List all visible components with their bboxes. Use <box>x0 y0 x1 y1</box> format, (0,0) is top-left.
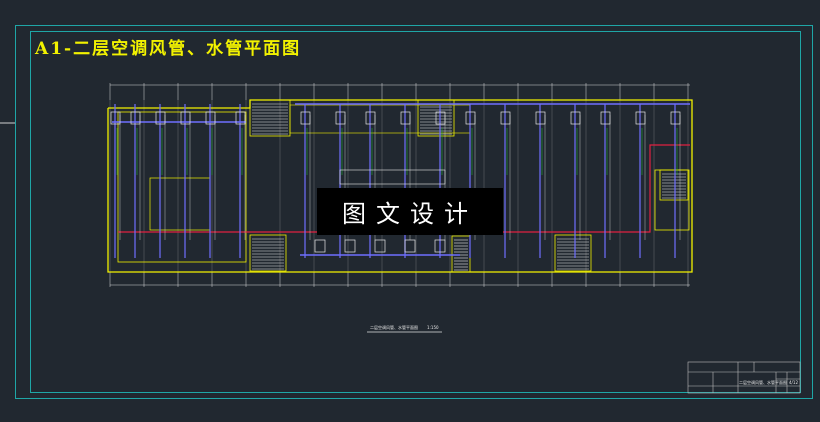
floor-plan <box>107 83 693 287</box>
fan-coil-unit <box>404 239 416 253</box>
fan-coil-unit <box>110 111 121 125</box>
atrium-opening <box>339 169 446 185</box>
inner-frame <box>30 31 801 393</box>
fan-coil-unit <box>314 239 326 253</box>
sheet-number: 4/12 <box>789 380 798 385</box>
fan-coil-unit <box>300 111 311 125</box>
fan-coil-unit <box>670 111 681 125</box>
fan-coil-unit <box>235 111 246 125</box>
fan-coil-unit <box>465 111 476 125</box>
plan-caption: 二层空调风管、水管平面图 <box>370 325 418 330</box>
fan-coil-unit <box>600 111 611 125</box>
drawing-title: A1-二层空调风管、水管平面图 <box>35 39 302 59</box>
stair <box>554 234 592 272</box>
fan-coil-unit <box>635 111 646 125</box>
stair <box>249 99 291 137</box>
stair <box>417 99 455 137</box>
fan-coil-unit <box>570 111 581 125</box>
equipment-room <box>149 177 211 231</box>
fan-coil-unit <box>180 111 191 125</box>
fan-coil-unit <box>374 239 386 253</box>
stair <box>451 235 471 273</box>
scale-label: 1:150 <box>427 325 439 330</box>
fan-coil-unit <box>365 111 376 125</box>
watermark: 图文设计 <box>317 188 503 235</box>
fan-coil-unit <box>435 111 446 125</box>
title-block-plan-name: 二层空调风管、水管平面图 <box>739 380 787 385</box>
outer-frame <box>15 25 813 399</box>
fan-coil-unit <box>344 239 356 253</box>
fan-coil-unit <box>335 111 346 125</box>
fan-coil-unit <box>434 239 446 253</box>
fan-coil-unit <box>155 111 166 125</box>
stair <box>659 169 689 201</box>
fan-coil-unit <box>130 111 141 125</box>
stair <box>249 234 287 272</box>
fan-coil-unit <box>400 111 411 125</box>
fan-coil-unit <box>205 111 216 125</box>
fan-coil-unit <box>535 111 546 125</box>
fan-coil-unit <box>500 111 511 125</box>
title-block <box>687 361 801 394</box>
